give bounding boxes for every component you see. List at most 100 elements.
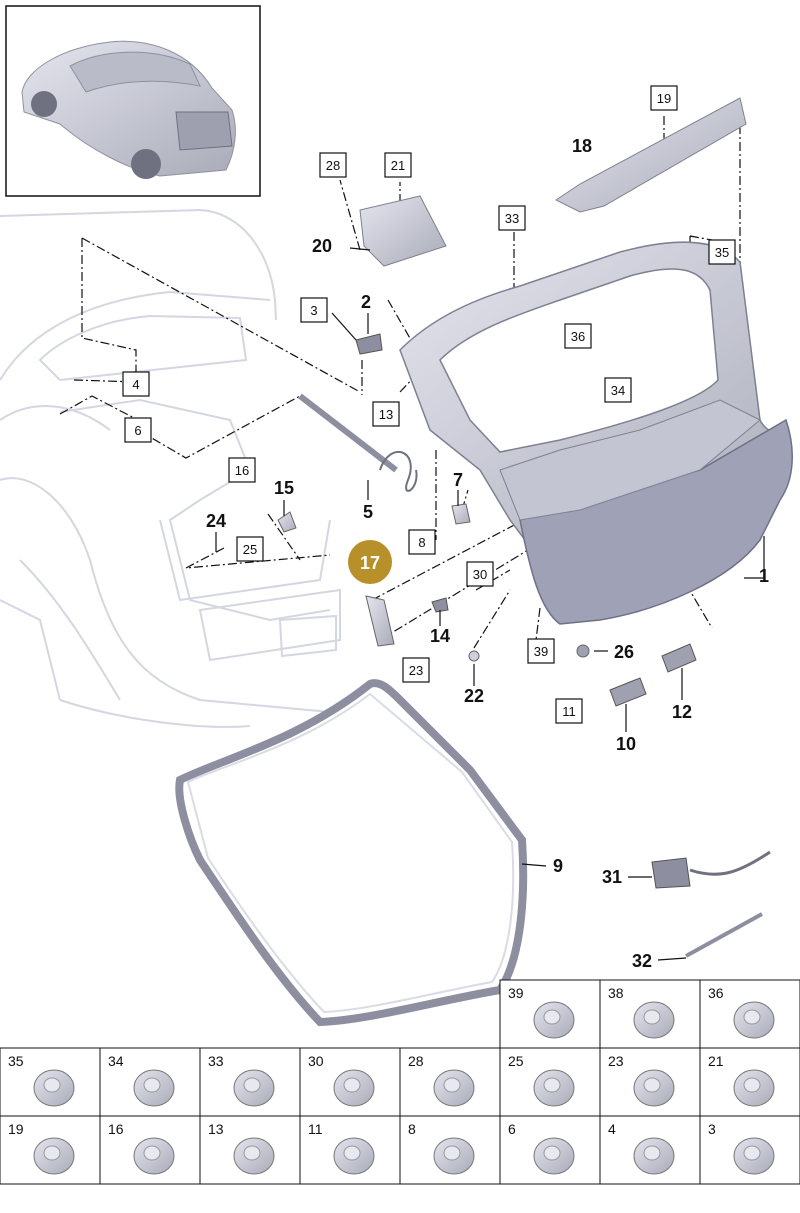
callout-22[interactable]: 22 bbox=[464, 686, 484, 706]
callout-box-frame bbox=[555, 698, 583, 724]
fastener-head-icon bbox=[143, 1145, 161, 1161]
fastener-cell-21[interactable]: 21 bbox=[699, 1047, 800, 1117]
fastener-cell-39[interactable]: 39 bbox=[499, 979, 601, 1049]
highlight-badge[interactable] bbox=[348, 540, 392, 584]
callout-box-25[interactable]: 25 bbox=[236, 536, 264, 562]
fastener-cell-number: 6 bbox=[508, 1121, 516, 1137]
fastener-head-icon bbox=[43, 1077, 61, 1093]
tailgate-inner-structure bbox=[499, 399, 761, 521]
fastener-head-icon bbox=[743, 1077, 761, 1093]
fastener-cell-19[interactable]: 19 bbox=[0, 1115, 101, 1185]
car-rear-ghost bbox=[0, 208, 341, 728]
callout-box-33[interactable]: 33 bbox=[498, 205, 526, 231]
fastener-cell-35[interactable]: 35 bbox=[0, 1047, 101, 1117]
callout-12[interactable]: 12 bbox=[672, 702, 692, 722]
callout-18[interactable]: 18 bbox=[572, 136, 592, 156]
fastener-cell-30[interactable]: 30 bbox=[299, 1047, 401, 1117]
fastener-cell-38[interactable]: 38 bbox=[599, 979, 701, 1049]
callout-box-label: 33 bbox=[505, 211, 519, 226]
callout-box-8[interactable]: 8 bbox=[408, 529, 436, 555]
callout-box-6[interactable]: 6 bbox=[124, 417, 152, 443]
fastener-cell-13[interactable]: 13 bbox=[199, 1115, 301, 1185]
fastener-cell-number: 39 bbox=[508, 985, 524, 1001]
bracket-part-17 bbox=[365, 595, 395, 647]
fastener-cell-number: 21 bbox=[708, 1053, 724, 1069]
fastener-cell-28[interactable]: 28 bbox=[399, 1047, 501, 1117]
callout-box-label: 11 bbox=[562, 704, 576, 719]
callout-box-11[interactable]: 11 bbox=[555, 698, 583, 724]
callout-box-label: 6 bbox=[134, 423, 141, 438]
fastener-cell-number: 11 bbox=[308, 1121, 323, 1137]
callout-box-frame bbox=[228, 457, 256, 483]
callout-box-label: 35 bbox=[715, 245, 729, 260]
camera-part-10 bbox=[609, 677, 647, 707]
callout-26[interactable]: 26 bbox=[614, 642, 634, 662]
fastener-cell-34[interactable]: 34 bbox=[99, 1047, 201, 1117]
fastener-cell-3[interactable]: 3 bbox=[699, 1115, 800, 1185]
callout-box-label: 8 bbox=[418, 535, 425, 550]
callout-20[interactable]: 20 bbox=[312, 236, 332, 256]
fastener-cell-16[interactable]: 16 bbox=[99, 1115, 201, 1185]
callout-box-label: 36 bbox=[571, 329, 585, 344]
callout-box-label: 19 bbox=[657, 91, 671, 106]
callout-1[interactable]: 1 bbox=[759, 566, 769, 586]
callout-box-35[interactable]: 35 bbox=[708, 239, 736, 265]
callout-31[interactable]: 31 bbox=[602, 867, 622, 887]
callout-24[interactable]: 24 bbox=[206, 511, 226, 531]
fastener-head-icon bbox=[143, 1077, 161, 1093]
callout-box-13[interactable]: 13 bbox=[372, 401, 400, 427]
callout-box-36[interactable]: 36 bbox=[564, 323, 592, 349]
fastener-head-icon bbox=[643, 1009, 661, 1025]
fastener-head-icon bbox=[343, 1145, 361, 1161]
car-tailgate-highlight bbox=[175, 111, 233, 151]
fastener-cell-33[interactable]: 33 bbox=[199, 1047, 301, 1117]
callout-box-16[interactable]: 16 bbox=[228, 457, 256, 483]
fastener-cell-number: 23 bbox=[608, 1053, 624, 1069]
callout-32[interactable]: 32 bbox=[632, 951, 652, 971]
callout-10[interactable]: 10 bbox=[616, 734, 636, 754]
callout-box-34[interactable]: 34 bbox=[604, 377, 632, 403]
callout-2[interactable]: 2 bbox=[361, 292, 371, 312]
callout-7[interactable]: 7 bbox=[453, 470, 463, 490]
callout-box-30[interactable]: 30 bbox=[466, 561, 494, 587]
callout-box-label: 28 bbox=[326, 158, 340, 173]
callout-box-frame bbox=[402, 657, 430, 683]
callout-box-21[interactable]: 21 bbox=[384, 152, 412, 178]
callout-box-19[interactable]: 19 bbox=[650, 85, 678, 111]
callout-box-frame bbox=[604, 377, 632, 403]
fastener-cell-number: 8 bbox=[408, 1121, 416, 1137]
fastener-cell-number: 25 bbox=[508, 1053, 524, 1069]
fastener-head-icon bbox=[543, 1145, 561, 1161]
fastener-cell-36[interactable]: 36 bbox=[699, 979, 800, 1049]
callout-box-39[interactable]: 39 bbox=[527, 638, 555, 664]
fastener-cell-25[interactable]: 25 bbox=[499, 1047, 601, 1117]
callout-box-4[interactable]: 4 bbox=[122, 371, 150, 397]
callout-5[interactable]: 5 bbox=[363, 502, 373, 522]
fastener-cell-23[interactable]: 23 bbox=[599, 1047, 701, 1117]
callout-box-frame bbox=[564, 323, 592, 349]
fastener-cell-11[interactable]: 11 bbox=[299, 1115, 401, 1185]
callout-box-label: 21 bbox=[391, 158, 405, 173]
fastener-cell-8[interactable]: 8 bbox=[399, 1115, 501, 1185]
callout-box-label: 4 bbox=[132, 377, 139, 392]
callout-box-frame bbox=[466, 561, 494, 587]
seal-part-9-inner bbox=[186, 692, 515, 1014]
callout-box-23[interactable]: 23 bbox=[402, 657, 430, 683]
fastener-cell-6[interactable]: 6 bbox=[499, 1115, 601, 1185]
fastener-cell-number: 33 bbox=[208, 1053, 224, 1069]
car-roof bbox=[69, 51, 201, 93]
callout-box-frame bbox=[122, 371, 150, 397]
callout-9[interactable]: 9 bbox=[553, 856, 563, 876]
callout-box-label: 3 bbox=[310, 303, 317, 318]
fastener-cell-number: 36 bbox=[708, 985, 724, 1001]
callout-15[interactable]: 15 bbox=[274, 478, 294, 498]
callout-box-3[interactable]: 3 bbox=[300, 297, 328, 323]
fastener-head-icon bbox=[643, 1077, 661, 1093]
callout-14[interactable]: 14 bbox=[430, 626, 450, 646]
callout-box-label: 23 bbox=[409, 663, 423, 678]
highlighted-callout-17[interactable]: 17 bbox=[348, 540, 392, 584]
fastener-cell-4[interactable]: 4 bbox=[599, 1115, 701, 1185]
callout-box-28[interactable]: 28 bbox=[319, 152, 347, 178]
